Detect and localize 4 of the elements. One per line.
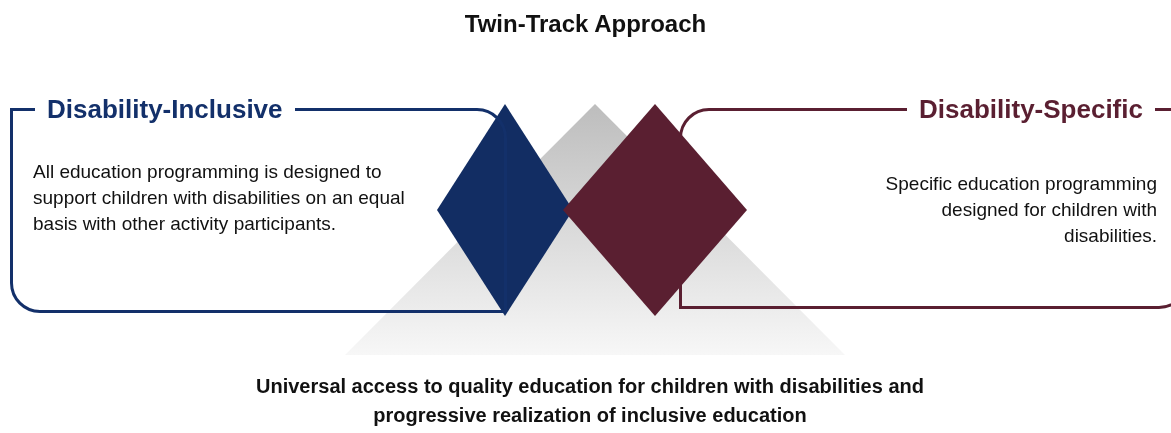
panel-description: All education programming is designed to support children with disabilities on an equal basis with other activity participants. bbox=[33, 160, 406, 236]
panel-description: Specific education programming designed for children with disabilities. bbox=[884, 172, 1157, 248]
footer-note: Universal access to quality education for children with disabilities and progressive realization of inclusive education bbox=[255, 374, 925, 428]
diagram-title: Twin-Track Approach bbox=[463, 10, 708, 38]
